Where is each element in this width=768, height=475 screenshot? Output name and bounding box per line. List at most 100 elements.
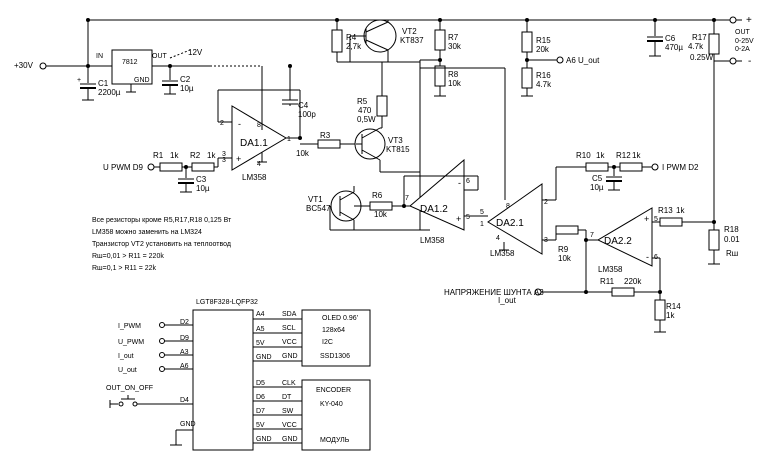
mcu-left_nets-1-label: U_PWM <box>118 339 144 346</box>
encoder-pins-3-label: VCC <box>282 422 297 429</box>
parts-vt1-1-label: BC547 <box>306 204 331 213</box>
parts-r9-1-label: 10k <box>558 254 572 263</box>
regulator-7812 <box>111 49 153 85</box>
parts-da12-0-label: DA1.2 <box>420 204 448 215</box>
parts-da21-0-label: DA2.1 <box>496 218 524 229</box>
mcu-right_pins-7-label: 5V <box>256 422 265 429</box>
vt1-section: VT1 BC547 R6 10k <box>306 186 430 231</box>
parts-r16-0-label: R16 <box>536 71 551 80</box>
parts-r5-0-label: R5 <box>357 97 368 106</box>
u-pwm-input: U PWM D9 R1 1k R2 1k 3 C3 10µ <box>103 151 226 193</box>
svg-text:3: 3 <box>222 157 226 164</box>
parts-r6-0-label: R6 <box>372 191 383 200</box>
parts-da22-0-label: DA2.2 <box>604 236 632 247</box>
parts-c6-0-label: C6 <box>665 34 676 43</box>
parts-r16-1-label: 4.7k <box>536 80 552 89</box>
encoder-pins-0-label: CLK <box>282 380 296 387</box>
parts-r5-2-label: 0,5W <box>357 115 376 124</box>
parts-r12-0-label: R12 <box>616 151 631 160</box>
output-section: C6 470µ R17 4.7k 0.25W + - OUT 0-25V 0-2… <box>647 15 754 222</box>
oled-size-label: 128x64 <box>322 327 345 334</box>
encoder-pins-1-label: DT <box>282 394 292 401</box>
parts-r17-2-label: 0.25W <box>690 53 714 62</box>
pin_numbers-da11-2-label: 8 <box>257 122 261 129</box>
mcu-left_nets-0-label: I_PWM <box>118 323 141 330</box>
pin_numbers-da21-0-label: 8 <box>506 203 510 210</box>
u-pwm-label: U PWM D9 <box>103 163 144 172</box>
pin_numbers-da12-2-label: 5 <box>466 214 470 221</box>
mcu-block <box>192 309 254 451</box>
parts-r1-1-label: 1k <box>170 151 179 160</box>
parts-r15-1-label: 20k <box>536 45 550 54</box>
svg-text:-: - <box>238 119 241 129</box>
svg-text:+: + <box>644 214 649 224</box>
mcu-gnd-label: GND <box>180 421 196 428</box>
mcu-right_pins-3-label: GND <box>256 354 272 361</box>
parts-r4-1-label: 2,7k <box>346 42 362 51</box>
pin_numbers-da21-1-label: 5 <box>480 209 484 216</box>
input-terminal <box>39 62 47 70</box>
oled-bus-label: I2C <box>322 339 333 346</box>
parts-r10-1-label: 1k <box>596 151 605 160</box>
parts-da11-1-label: LM358 <box>242 173 267 182</box>
parts-vt2-0-label: VT2 <box>402 27 417 36</box>
parts-c3-0-label: C3 <box>196 175 207 184</box>
power-reg-gnd-label: GND <box>134 77 150 84</box>
note-2: LM358 можно заменить на LM324 <box>92 229 202 236</box>
encoder-title-label: ENCODER <box>316 387 351 394</box>
parts-da12-1-label: LM358 <box>420 236 445 245</box>
parts-r7-1-label: 30k <box>448 42 462 51</box>
parts-r2-0-label: R2 <box>190 151 201 160</box>
oled-pins-2-label: VCC <box>282 339 297 346</box>
pin_numbers-da11-0-label: 2 <box>220 120 224 127</box>
oled-title-label: OLED 0.96' <box>322 315 358 322</box>
pin_numbers-da11-4-label: 1 <box>287 136 291 143</box>
pin_numbers-da22-1-label: 7 <box>590 232 594 239</box>
notes: Все резисторы кроме R5,R17,R18 0,125 Вт … <box>92 217 232 272</box>
da2-2: R9 10k DA2.2 LM358 + - 5 7 6 R13 1k R18 … <box>444 206 740 333</box>
oled-module: SDA SCL VCC GND OLED 0.96' 128x64 I2C SS… <box>282 309 371 367</box>
parts-r5-1-label: 470 <box>358 106 372 115</box>
mcu-right_pins-0-label: A4 <box>256 311 265 318</box>
mcu-left_pins-3-label: A6 <box>180 363 189 370</box>
oled-pins-3-label: GND <box>282 353 298 360</box>
power-section: +30V + C1 2200µ IN OUT 7812 GND 12V <box>14 18 730 122</box>
parts-r14-1-label: 1k <box>666 311 675 320</box>
parts-r18-0-label: R18 <box>724 225 739 234</box>
note-3: Транзистор VT2 установить на теплоотвод <box>92 241 231 248</box>
rail-12v-label: 12V <box>188 48 203 57</box>
parts-r8-0-label: R8 <box>448 70 459 79</box>
vt2 <box>363 19 397 53</box>
parts-r8-1-label: 10k <box>448 79 462 88</box>
power-out_label-label: OUT <box>735 29 751 36</box>
parts-c2-0-label: C2 <box>180 75 191 84</box>
pin_numbers-da12-0-label: 7 <box>405 195 409 202</box>
pin_numbers-da22-0-label: 5 <box>654 216 658 223</box>
svg-text:+: + <box>236 154 241 164</box>
parts-r15-0-label: R15 <box>536 36 551 45</box>
mcu-left_pins-2-label: A3 <box>180 349 189 356</box>
parts-da22-1-label: LM358 <box>598 265 623 274</box>
mcu-right_pins-5-label: D6 <box>256 394 265 401</box>
parts-da21-1-label: LM358 <box>490 249 515 258</box>
pin_numbers-da21-3-label: 1 <box>480 221 484 228</box>
iout-net-label: I_out <box>498 296 517 305</box>
parts-r9-0-label: R9 <box>558 245 569 254</box>
oled-chip-label: SSD1306 <box>320 353 350 360</box>
parts-da11-0-label: DA1.1 <box>240 138 268 149</box>
pin_numbers-da12-1-label: 6 <box>466 178 470 185</box>
mcu-right_pins-4-label: D5 <box>256 380 265 387</box>
encoder-pins-2-label: SW <box>282 408 294 415</box>
parts-vt2-1-label: KT837 <box>400 36 424 45</box>
parts-c3-1-label: 10µ <box>196 184 210 193</box>
pin_numbers-da21-4-label: 2 <box>544 199 548 206</box>
parts-c2-1-label: 10µ <box>180 84 194 93</box>
shunt-label: НАПРЯЖЕНИЕ ШУНТА А3 <box>444 288 544 297</box>
parts-r11-0-label: R11 <box>600 277 615 286</box>
pin_numbers-da11-3-label: 4 <box>257 161 261 168</box>
parts-r1-0-label: R1 <box>153 151 164 160</box>
mcu-left_pins-0-label: D2 <box>180 319 189 326</box>
power-reg-name-label: 7812 <box>122 59 138 66</box>
svg-text:+: + <box>77 77 81 84</box>
